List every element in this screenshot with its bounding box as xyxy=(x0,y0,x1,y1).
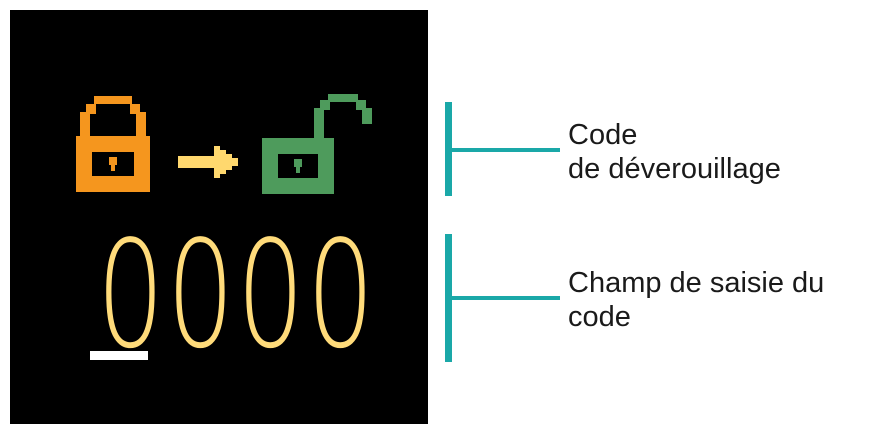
callout-label-code-field: Champ de saisie du code xyxy=(568,266,824,334)
callout-label-unlock-code: Code de déverouillage xyxy=(568,118,781,186)
input-cursor xyxy=(90,351,148,360)
unlock-code-icon-row xyxy=(10,10,428,210)
code-input-field[interactable]: 0 0 0 0 xyxy=(10,209,428,381)
device-screen: 0 0 0 0 xyxy=(10,10,428,424)
code-digit-4: 0 xyxy=(306,209,375,381)
code-digit-1: 0 xyxy=(96,209,165,381)
padlock-unlocked-icon xyxy=(262,94,372,194)
code-digit-3: 0 xyxy=(236,209,305,381)
padlock-locked-icon xyxy=(76,96,150,192)
code-digit-2: 0 xyxy=(166,209,235,381)
callout-line: Champ de saisie du xyxy=(568,267,825,299)
callout-line: de déverouillage xyxy=(568,153,781,185)
callout-line: code xyxy=(568,301,631,333)
callout-line: Code xyxy=(568,119,638,151)
arrow-right-icon xyxy=(178,146,238,178)
